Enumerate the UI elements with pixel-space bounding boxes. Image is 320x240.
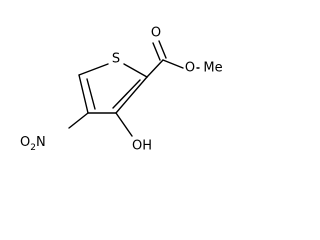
- ester-oxygen-label: O: [185, 61, 195, 76]
- bond-c2-carbonyl: [146, 59, 164, 78]
- bond-carbonyl-double-b: [158, 40, 167, 59]
- hydroxyl-label: OH: [132, 139, 152, 154]
- bond-s-c2: [123, 63, 148, 78]
- sulfur-atom-label: S: [112, 52, 120, 67]
- bond-s-c5: [78, 63, 109, 76]
- bond-c4-c5-double: [86, 78, 96, 110]
- carbonyl-oxygen-label: O: [151, 26, 161, 41]
- bond-c2-c3: [115, 76, 148, 114]
- methyl-label: Me: [203, 61, 222, 76]
- nitro-nitrogen: N: [36, 135, 46, 150]
- nitro-oxygen: O: [20, 135, 30, 150]
- bond-carbonyl-ester-o: [162, 59, 184, 69]
- bond-c4-no2: [68, 112, 89, 129]
- bond-carbonyl-double-a: [152, 42, 161, 61]
- nitro-group-label: O2N: [20, 135, 46, 153]
- bond-c3-oh: [115, 112, 133, 137]
- bond-c2-c3-double: [112, 79, 141, 109]
- chemical-structure: S O O Me OH O2N: [20, 26, 223, 154]
- nitro-subscript: 2: [30, 143, 36, 153]
- bond-c4-c5: [78, 74, 89, 114]
